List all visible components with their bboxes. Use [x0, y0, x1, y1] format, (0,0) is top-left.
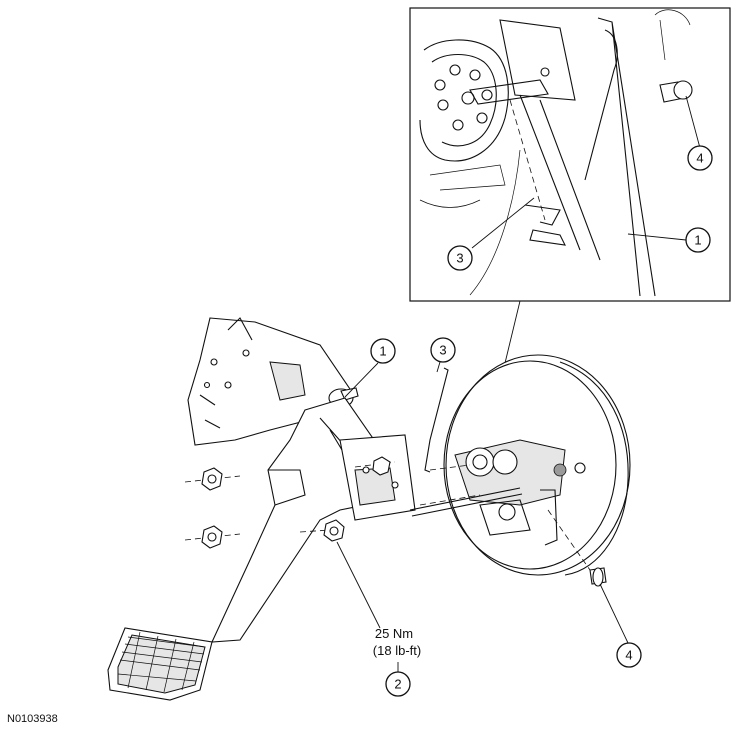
callout-main-2: 2 — [385, 671, 411, 697]
callout-label: 4 — [625, 648, 632, 663]
pedal-pin-bushing — [547, 509, 607, 587]
callout-label: 3 — [439, 343, 446, 358]
figure-id: N0103938 — [7, 713, 58, 725]
callout-inset-1: 1 — [685, 227, 711, 253]
callout-label: 3 — [456, 251, 463, 266]
brake-pedal-pad — [107, 627, 213, 701]
callout-inset-4: 4 — [687, 145, 713, 171]
torque-spec: 25 Nm (18 lb-ft) — [373, 626, 421, 658]
pedal-support-plate — [339, 434, 416, 521]
callout-label: 4 — [696, 151, 703, 166]
callout-label: 1 — [379, 344, 386, 359]
callout-main-1: 1 — [370, 338, 396, 364]
retaining-clip — [424, 367, 449, 473]
callout-main-4: 4 — [616, 642, 642, 668]
brake-booster — [419, 354, 631, 576]
callout-leaders — [336, 95, 701, 672]
torque-imperial: (18 lb-ft) — [373, 643, 421, 658]
torque-metric: 25 Nm — [375, 626, 413, 641]
callout-label: 2 — [394, 677, 401, 692]
callout-label: 1 — [694, 233, 701, 248]
callout-inset-3: 3 — [447, 245, 473, 271]
pushrod — [409, 487, 523, 517]
callout-main-3: 3 — [430, 337, 456, 363]
bracket-nuts — [184, 456, 396, 549]
